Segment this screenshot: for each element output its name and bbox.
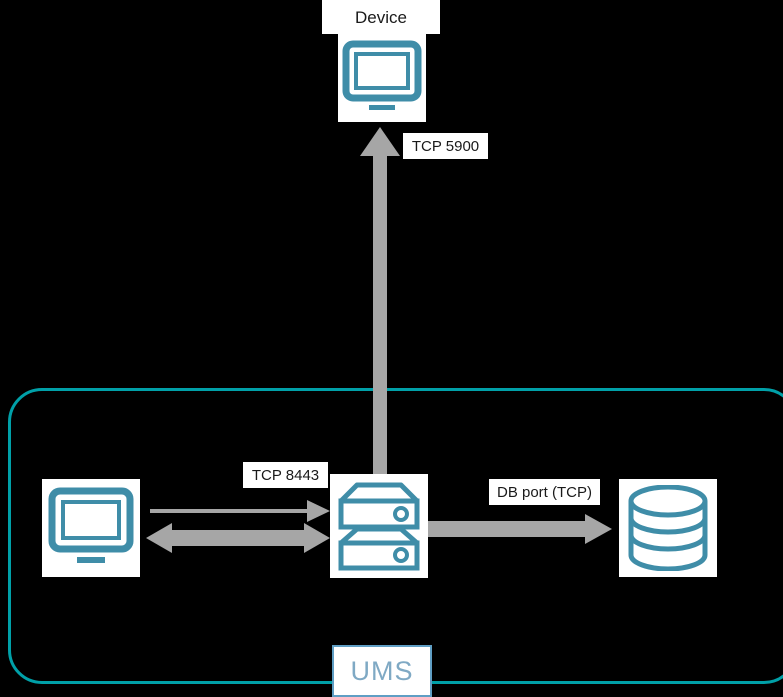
database-cylinder-icon [628,485,708,571]
rack-server-icon [338,482,420,571]
workstation-node[interactable] [42,479,140,577]
ums-caption-box: UMS [332,645,432,697]
device-node[interactable] [338,34,426,122]
device-label: Device [322,0,440,34]
monitor-icon [48,487,134,563]
label-tcp-8443: TCP 8443 [243,462,328,488]
database-node[interactable] [619,479,717,577]
monitor-icon [342,40,422,110]
server-node[interactable] [330,474,428,578]
label-tcp-5900: TCP 5900 [403,133,488,159]
label-db-port: DB port (TCP) [489,479,600,505]
ums-caption-label: UMS [350,655,414,686]
